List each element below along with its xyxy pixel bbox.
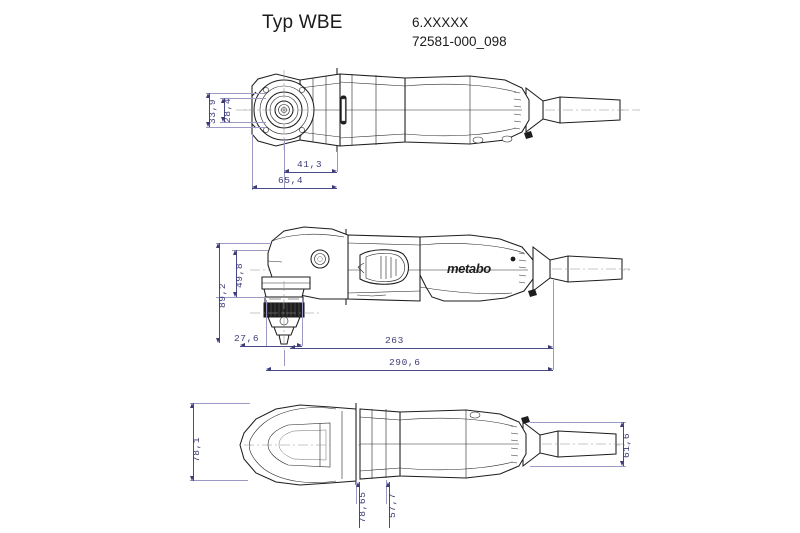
dim-arrow — [233, 250, 238, 255]
dim-line-89-2 — [219, 243, 220, 343]
dim-65-4-label: 65,4 — [278, 175, 304, 186]
dim-263-label: 263 — [385, 335, 404, 346]
side-view-drawing: metabo — [250, 226, 630, 349]
dim-arrow — [620, 461, 625, 466]
extension-line — [206, 127, 266, 128]
dim-arrow — [221, 117, 226, 122]
dim-line-263 — [290, 348, 553, 349]
dim-line-65-4 — [252, 188, 337, 189]
dim-line-78-1 — [193, 403, 194, 481]
dim-78-65-label: 78,65 — [357, 491, 368, 523]
dim-line-28-4 — [224, 98, 225, 122]
extension-line — [190, 480, 248, 481]
dim-line-78-65 — [359, 482, 360, 528]
dim-89-2-label: 89,2 — [217, 282, 228, 308]
dim-78-1-label: 78,1 — [191, 436, 202, 462]
dim-arrow — [290, 345, 295, 350]
dim-arrow — [252, 185, 257, 190]
dim-line-57-7 — [389, 482, 390, 528]
dim-arrow — [240, 343, 245, 348]
extension-line — [216, 297, 266, 298]
dim-arrow — [297, 343, 302, 348]
extension-line — [284, 140, 285, 188]
extension-line — [553, 280, 554, 370]
extension-line — [356, 480, 357, 504]
dim-arrow — [190, 476, 195, 481]
extension-line — [386, 480, 387, 504]
dim-arrow — [548, 345, 553, 350]
extension-line — [190, 403, 250, 404]
extension-line — [530, 466, 626, 467]
extension-line — [206, 93, 266, 94]
extension-line — [266, 300, 267, 346]
dim-line-27-6 — [240, 346, 302, 347]
dim-arrow — [233, 292, 238, 297]
dim-arrow — [386, 482, 391, 487]
dim-arrow — [548, 367, 553, 372]
dim-arrow — [190, 403, 195, 408]
dim-line-61-6 — [623, 422, 624, 466]
extension-line — [302, 300, 303, 346]
extension-line — [216, 243, 270, 244]
extension-line — [284, 350, 285, 366]
dim-28-4-label: 28,4 — [222, 97, 233, 123]
extension-line — [337, 150, 338, 172]
dim-41-3-label: 41,3 — [297, 159, 323, 170]
drawing-number: 72581-000_098 — [412, 34, 507, 49]
page-title: Typ WBE — [262, 12, 343, 33]
dim-61-6-label: 61,6 — [621, 432, 632, 458]
dim-arrow — [206, 93, 211, 98]
dim-arrow — [216, 243, 221, 248]
dim-arrow — [221, 98, 226, 103]
dim-arrow — [332, 169, 337, 174]
article-code: 6.XXXXX — [412, 15, 469, 30]
dim-arrow — [206, 122, 211, 127]
extension-line — [252, 134, 253, 190]
dim-line-41-3 — [284, 172, 337, 173]
dim-arrow — [216, 338, 221, 343]
dim-line-290-6 — [266, 370, 553, 371]
dim-arrow — [332, 185, 337, 190]
dim-arrow — [284, 169, 289, 174]
extension-line — [530, 422, 626, 423]
top-view-drawing — [236, 68, 640, 152]
extension-line — [220, 122, 266, 123]
bottom-view-drawing — [239, 403, 630, 486]
dim-49-8-label: 49,8 — [234, 262, 245, 288]
dim-27-6-label: 27,6 — [234, 333, 260, 344]
brand-logo: metabo — [447, 261, 491, 276]
dim-arrow — [356, 482, 361, 487]
dim-57-7-label: 57,7 — [387, 492, 398, 518]
dim-290-6-label: 290,6 — [389, 357, 421, 368]
extension-line — [220, 98, 266, 99]
dim-arrow — [266, 367, 271, 372]
dim-line-33-9 — [209, 93, 210, 127]
dim-33-9-label: 33,9 — [207, 98, 218, 124]
extension-line — [232, 250, 268, 251]
dim-arrow — [620, 422, 625, 427]
dim-line-49-8 — [236, 250, 237, 297]
